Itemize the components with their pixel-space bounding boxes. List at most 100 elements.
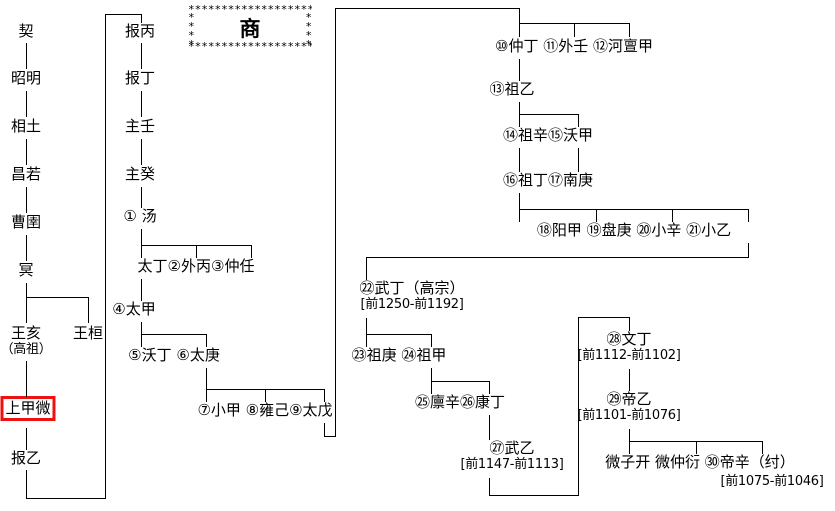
line-rail-to-wending [578, 317, 630, 318]
line-to-xiaoxin [672, 209, 673, 222]
line-zhugui-tang [141, 187, 142, 208]
node-row-xiaojia-yongji-taiwu: ⑦小甲 ⑧雍己⑨太戊 [197, 401, 333, 419]
line-zujia-children-bar [431, 381, 490, 382]
node-zhuren: 主壬 [124, 117, 156, 135]
node-shangjiawei-highlighted: 上甲微 [0, 396, 56, 421]
line-zujia-down [431, 368, 432, 382]
line-tang-down [141, 229, 142, 246]
line-baoding-zhuren [141, 91, 142, 117]
line-to-zujia [431, 334, 432, 347]
line-taijia-down [141, 322, 142, 335]
line-wuyi-to-rail [489, 495, 579, 496]
node-dixin-reign-years: [前1075-前1046] [720, 474, 824, 489]
line-wending-rail [578, 317, 579, 496]
title-border-top: ******************* [188, 4, 312, 16]
line-to-weizikai [629, 441, 630, 454]
node-row-zhongding-wairen-hedanjia: ⑩仲丁 ⑪外壬 ⑫河亶甲 [495, 37, 653, 55]
line-wuding-children-bar [366, 334, 432, 335]
node-xiangtu: 相土 [10, 117, 42, 135]
line-rail-down-baobing [141, 14, 142, 23]
line-down-to-wending [629, 317, 630, 331]
line-zuxin-zuding [519, 148, 520, 172]
node-wuyi-reign: [前1147-前1113] [460, 457, 564, 472]
node-wuding-reign: [前1250-前1192] [360, 297, 464, 312]
line-zuding-children-bar [519, 209, 749, 210]
line-to-wairen [574, 23, 575, 37]
line-kangding-wuyi [489, 415, 490, 440]
line-col2-rail-to-baobing [105, 14, 142, 15]
line-xie-zhaoming [26, 43, 27, 69]
line-diyi-down [629, 429, 630, 442]
line-ming-siblings-bar [26, 297, 89, 298]
line-baoyi-to-col2 [26, 498, 106, 499]
node-xie: 契 [18, 22, 34, 40]
line-taiwu-to-rail [324, 436, 336, 437]
node-row-weizikai-weizhongyan-dixin: 微子开 微仲衍 ㉚帝辛（纣） [605, 453, 795, 471]
node-wending-reign: [前1112-前1102] [577, 348, 681, 363]
title-border-bottom: ******************* [188, 40, 312, 52]
title-border-right: * * * * [305, 11, 312, 51]
line-to-wojia [578, 114, 579, 127]
node-row-zugeng-zujia: ㉓祖庚 ㉔祖甲 [351, 346, 447, 364]
line-to-taiwu [324, 389, 325, 402]
node-taijia: ④太甲 [112, 300, 156, 318]
line-xiaoyi-to-wuding [366, 257, 749, 258]
chart-title: 商 [239, 17, 261, 41]
line-xiaoyi-down [748, 243, 749, 258]
line-to-dixin [762, 441, 763, 454]
node-zuyi: ⑬祖乙 [489, 80, 535, 98]
line-to-waibing [196, 245, 197, 258]
line-zuding-down [519, 193, 520, 210]
node-wanghai: 王亥 （高祖） [1, 324, 52, 358]
node-wanghai-name: 王亥 [10, 324, 41, 342]
node-row-linxin-kangding: ㉕廪辛㉖康丁 [414, 393, 506, 411]
line-col2-left-rail [105, 14, 106, 499]
line-to-taigeng [206, 334, 207, 347]
line-to-yangjia [519, 209, 520, 222]
line-taiwu-down [324, 423, 325, 437]
line-to-wanghai [26, 297, 27, 323]
node-wuding: ㉒武丁（高宗） [前1250-前1192] [359, 280, 464, 313]
line-taigeng-down [206, 368, 207, 390]
line-wojia-nangeng [578, 148, 579, 172]
line-zhaoming-xiangtu [26, 91, 27, 117]
line-rail-to-zhongding [335, 8, 520, 9]
line-wuyi-down [489, 478, 490, 496]
line-to-taiding [141, 245, 142, 258]
line-to-zuxin [519, 114, 520, 127]
line-to-xiaojia [206, 389, 207, 402]
line-to-zugeng [366, 334, 367, 347]
line-rail-down-zhongding [519, 8, 520, 24]
node-caoyu: 曹圉 [10, 213, 42, 231]
line-baoyi-down [26, 470, 27, 499]
line-to-zhongren [251, 245, 252, 258]
node-row-woding-taigeng: ⑤沃丁 ⑥太庚 [128, 346, 220, 364]
line-wending-diyi [629, 369, 630, 391]
line-to-wuding5 [141, 334, 142, 347]
line-to-yongji [265, 389, 266, 402]
line-shangjiawei-baoyi [26, 428, 27, 450]
line-to-kangding [489, 381, 490, 394]
node-baoyi: 报乙 [10, 449, 42, 467]
line-zhongding-zuyi [519, 59, 520, 81]
line-to-weizhongyan [696, 441, 697, 454]
line-right-rail [335, 8, 336, 437]
node-wuyi: ㉗武乙 [前1147-前1113] [460, 440, 564, 473]
node-diyi-name: ㉙帝乙 [606, 390, 652, 408]
line-xiangtu-changruo [26, 139, 27, 165]
line-to-linxin [431, 381, 432, 394]
line-zhuren-zhugui [141, 139, 142, 165]
node-wanghuan: 王桓 [72, 324, 104, 342]
node-ming: 冥 [18, 261, 34, 279]
line-zuyi-children-bar [519, 114, 579, 115]
node-diyi-reign: [前1101-前1076] [577, 408, 681, 423]
line-to-hedanjia [629, 23, 630, 37]
line-taiding-taijia [141, 279, 142, 301]
line-to-pangeng [596, 209, 597, 222]
node-wending-name: ㉘文丁 [606, 330, 652, 348]
node-dixin-reign: [前1075-前1046] [720, 474, 823, 489]
chart-title-box: ******************* ******************* … [188, 4, 312, 52]
line-zuyi-down [519, 102, 520, 115]
node-zhaoming: 昭明 [10, 69, 42, 87]
